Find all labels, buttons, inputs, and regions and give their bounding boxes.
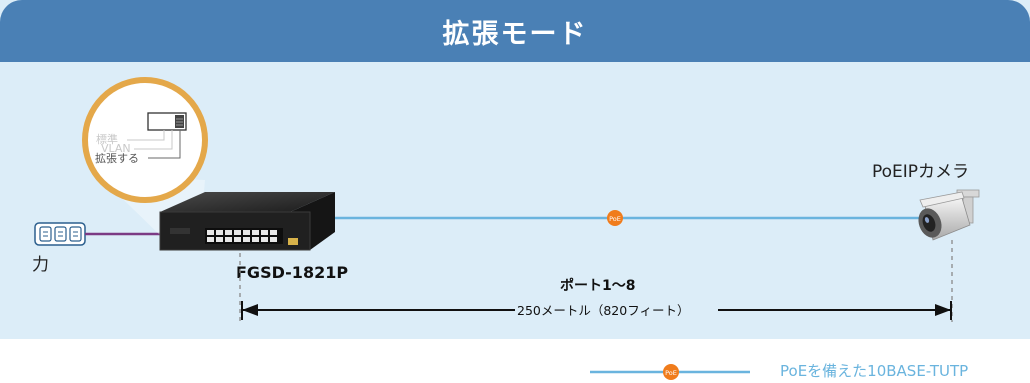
header-bar: 拡張モード: [0, 0, 1030, 62]
dip-option-extend: 拡張する: [95, 151, 139, 165]
dip-option-standard: 標準: [96, 132, 118, 146]
legend-label: PoEを備えた10BASE-TUTP: [780, 362, 969, 380]
switch-ports: [205, 228, 283, 244]
power-strip-icon: [34, 222, 86, 246]
switch-model-label: FGSD-1821P: [236, 263, 348, 282]
legend: PoE: [590, 364, 750, 380]
power-label: 力: [32, 255, 49, 275]
poe-badge-label: PoE: [609, 215, 621, 223]
page-title: 拡張モード: [442, 18, 588, 50]
ports-label: ポート1〜8: [560, 277, 635, 294]
ip-camera-icon: [918, 189, 980, 241]
legend-poe-badge: [663, 364, 679, 380]
distance-arrow: [241, 301, 952, 320]
distance-label: 250メートル（820フィート）: [517, 303, 689, 318]
dip-option-vlan: VLAN: [101, 142, 131, 155]
camera-label: PoEIPカメラ: [872, 162, 969, 182]
switch-device: [159, 192, 335, 251]
poe-badge: [607, 210, 623, 226]
dip-switch-zoom: 標準 VLAN 拡張する: [82, 77, 208, 203]
sfp-port: [288, 238, 298, 245]
legend-poe-badge-label: PoE: [665, 369, 677, 377]
